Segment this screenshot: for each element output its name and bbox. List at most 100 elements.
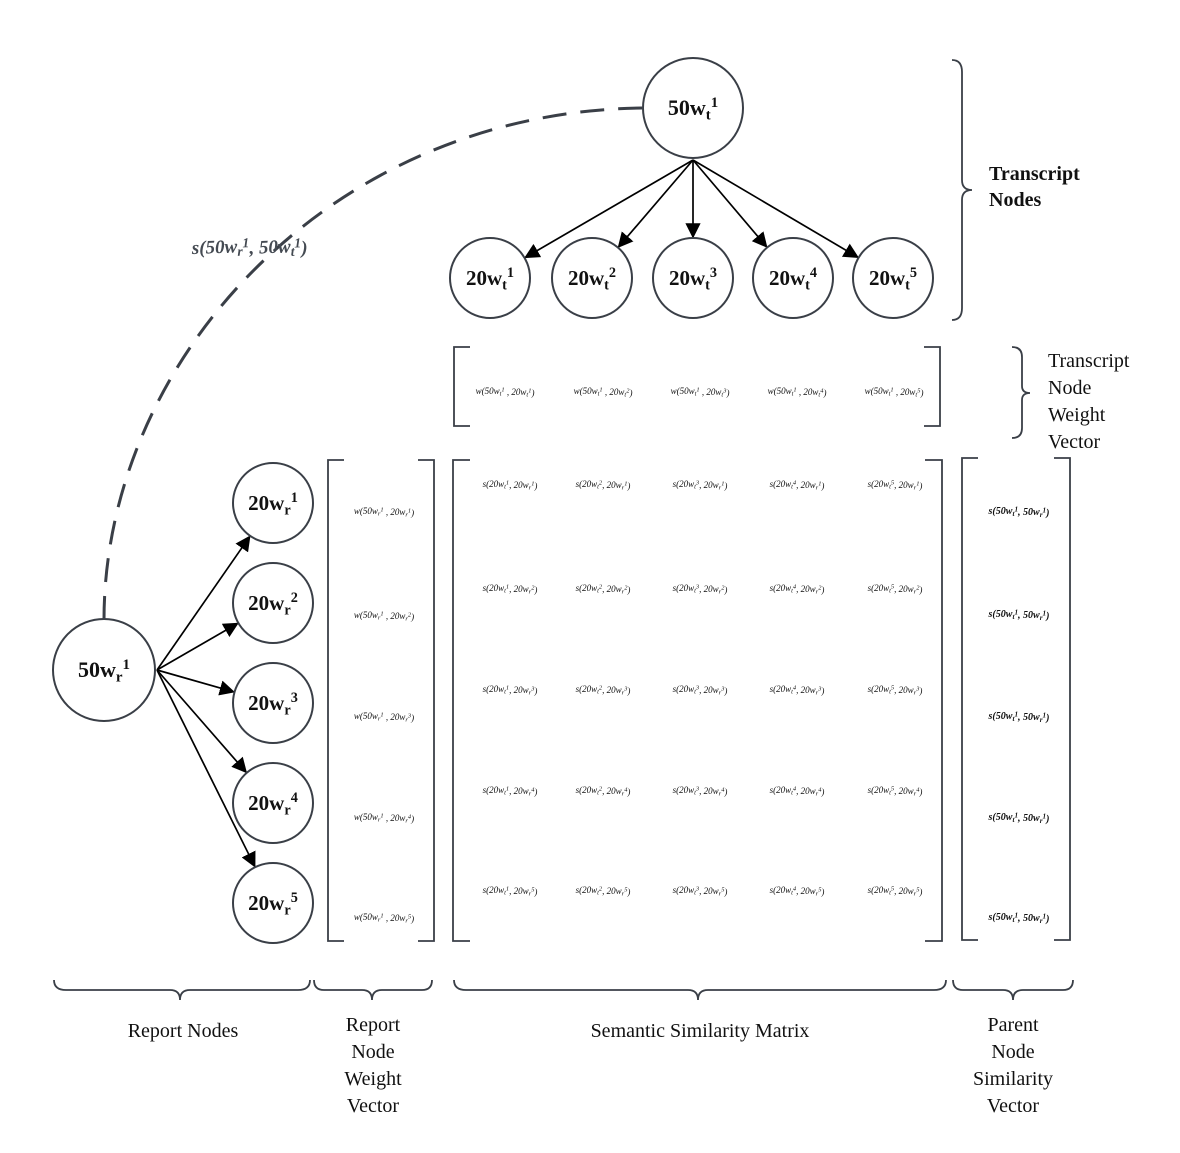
similarity-cell-r1-c1: s(20wt1​, 20wr1​) [483, 479, 538, 492]
transcript-weight-2: w(50wt1​ , 20wt2​) [574, 386, 633, 399]
parent-vector-brace [952, 979, 1074, 1001]
similarity-cell-r4-c5: s(20wt5​, 20wr4​) [868, 785, 923, 798]
similarity-cell-r4-c3: s(20wt3​, 20wr4​) [673, 785, 728, 798]
parent-similarity-4: s(50wt1​, 50wr1​) [988, 811, 1050, 824]
similarity-cell-r2-c2: s(20wt2​, 20wr2​) [576, 583, 631, 596]
transcript-child-node-5-label: 20wt5 [869, 265, 917, 293]
transcript-child-node-4-circle [752, 237, 834, 319]
report-child-node-4-label: 20wr4 [248, 790, 298, 818]
transcript-child-node-5-circle [852, 237, 934, 319]
report-child-node-4-circle [232, 762, 314, 844]
transcript-edge-2 [617, 159, 694, 249]
report-nodes-caption-line-1: Report Nodes [128, 1020, 239, 1042]
similarity-cell-r2-c5: s(20wt5​, 20wr2​) [868, 583, 923, 596]
report-edge-5 [156, 669, 256, 868]
report-weight-5: w(50wr1​ , 20wr5​) [354, 912, 414, 925]
similarity-cell-r3-c3: s(20wt3​, 20wr3​) [673, 684, 728, 697]
parent-similarity-arc-label: s(50wr1​, 50wt1​) [190, 233, 308, 263]
report-child-node-1-label: 20wr1 [248, 490, 298, 518]
transcript-child-node-1-label: 20wt1 [466, 265, 514, 293]
similarity-cell-r2-c4: s(20wt4​, 20wr2​) [770, 583, 825, 596]
transcript-child-node-2-circle [551, 237, 633, 319]
report-edge-2 [156, 622, 239, 671]
parent-vector-bracket-right [1054, 457, 1071, 941]
report-weight-vector-caption-line-3: Weight [344, 1068, 402, 1090]
transcript-weight-vector-caption-line-2: Node [1048, 377, 1091, 399]
transcript-nodes-caption-line-1: Transcript [989, 163, 1080, 185]
cells-layer: w(50wt1​ , 20wt1​) w(50wt1​ , 20wt2​) w(50… [354, 386, 1050, 925]
report-child-node-5-label: 20wr5 [248, 890, 298, 918]
transcript-nodes-caption-line-2: Nodes [989, 189, 1041, 211]
parent-vector-bracket-left [961, 457, 978, 941]
transcript-weight-vector-caption-line-1: Transcript [1048, 350, 1130, 372]
report-edge-3 [156, 669, 236, 696]
transcript-weight-brace [1011, 346, 1031, 439]
transcript-child-node-4-label: 20wt4 [769, 265, 817, 293]
transcript-edge-4 [692, 159, 768, 248]
similarity-cell-r2-c3: s(20wt3​, 20wr2​) [673, 583, 728, 596]
report-edge-1 [156, 535, 251, 671]
parent-similarity-3: s(50wt1​, 50wr1​) [988, 710, 1050, 723]
parent-similarity-5: s(50wt1​, 50wr1​) [988, 911, 1050, 924]
captions-layer: TranscriptNodesTranscriptNodeWeightVecto… [128, 163, 1130, 1117]
parent-similarity-vector-caption-line-2: Node [991, 1041, 1034, 1063]
similarity-cell-r1-c3: s(20wt3​, 20wr1​) [673, 479, 728, 492]
transcript-weight-1: w(50wt1​ , 20wt1​) [476, 386, 535, 399]
transcript-weight-vector-caption-line-4: Vector [1048, 431, 1101, 453]
similarity-cell-r5-c2: s(20wt2​, 20wr5​) [576, 885, 631, 898]
transcript-child-node-3-label: 20wt3 [669, 265, 717, 293]
transcript-parent-node-label: 50wt1 [668, 95, 718, 124]
report-weight-brace [313, 979, 433, 1001]
similarity-cell-r4-c4: s(20wt4​, 20wr4​) [770, 785, 825, 798]
similarity-cell-r3-c5: s(20wt5​, 20wr3​) [868, 684, 923, 697]
report-edge-4 [156, 669, 248, 774]
report-weight-2: w(50wr1​ , 20wr2​) [354, 610, 414, 623]
report-child-node-3-label: 20wr3 [248, 690, 298, 718]
transcript-weight-5: w(50wt1​ , 20wt5​) [865, 386, 924, 399]
transcript-weight-4: w(50wt1​ , 20wt4​) [768, 386, 827, 399]
parent-similarity-1: s(50wt1​, 50wr1​) [988, 505, 1050, 518]
similarity-cell-r1-c4: s(20wt4​, 20wr1​) [770, 479, 825, 492]
report-nodes-brace [53, 979, 311, 1001]
matrix-bracket-left [452, 459, 470, 942]
matrix-bracket-right [925, 459, 943, 942]
report-parent-node-circle [52, 618, 156, 722]
report-parent-node-label: 50wr1 [78, 657, 130, 686]
report-child-node-5-circle [232, 862, 314, 944]
report-weight-vector-caption-line-2: Node [351, 1041, 394, 1063]
matrix-brace [453, 979, 947, 1001]
report-child-node-2-label: 20wr2 [248, 590, 298, 618]
similarity-cell-r5-c5: s(20wt5​, 20wr5​) [868, 885, 923, 898]
similarity-cell-r4-c1: s(20wt1​, 20wr4​) [483, 785, 538, 798]
transcript-parent-node-circle [642, 57, 744, 159]
transcript-child-node-2-label: 20wt2 [568, 265, 616, 293]
similarity-cell-r5-c3: s(20wt3​, 20wr5​) [673, 885, 728, 898]
parent-similarity-arc [102, 106, 643, 621]
report-weight-4: w(50wr1​ , 20wr4​) [354, 812, 414, 825]
parent-similarity-vector-caption-line-4: Vector [987, 1095, 1040, 1117]
similarity-matrix-caption-line-1: Semantic Similarity Matrix [591, 1020, 810, 1042]
report-weight-bracket-left [327, 459, 344, 942]
nodes-layer: 50wt1 20wt1 20wt2 20wt3 20wt4 20wt5 50wr1 20wr1… [52, 57, 934, 944]
transcript-weight-bracket-right [924, 346, 941, 427]
transcript-nodes-brace [951, 59, 973, 321]
transcript-child-node-3-circle [652, 237, 734, 319]
similarity-cell-r5-c4: s(20wt4​, 20wr5​) [770, 885, 825, 898]
similarity-cell-r2-c1: s(20wt1​, 20wr2​) [483, 583, 538, 596]
parent-similarity-2: s(50wt1​, 50wr1​) [988, 608, 1050, 621]
transcript-weight-3: w(50wt1​ , 20wt3​) [671, 386, 730, 399]
report-weight-bracket-right [418, 459, 435, 942]
similarity-cell-r3-c2: s(20wt2​, 20wr3​) [576, 684, 631, 697]
transcript-weight-vector-caption-line-3: Weight [1048, 404, 1106, 426]
transcript-child-node-1-circle [449, 237, 531, 319]
similarity-cell-r1-c2: s(20wt2​, 20wr1​) [576, 479, 631, 492]
report-child-node-2-circle [232, 562, 314, 644]
report-child-node-3-circle [232, 662, 314, 744]
similarity-cell-r4-c2: s(20wt2​, 20wr4​) [576, 785, 631, 798]
parent-similarity-vector-caption-line-3: Similarity [973, 1068, 1053, 1090]
report-weight-vector-caption-line-1: Report [346, 1014, 401, 1036]
similarity-cell-r3-c1: s(20wt1​, 20wr3​) [483, 684, 538, 697]
transcript-weight-bracket-left [453, 346, 470, 427]
transcript-edge-1 [524, 159, 694, 259]
